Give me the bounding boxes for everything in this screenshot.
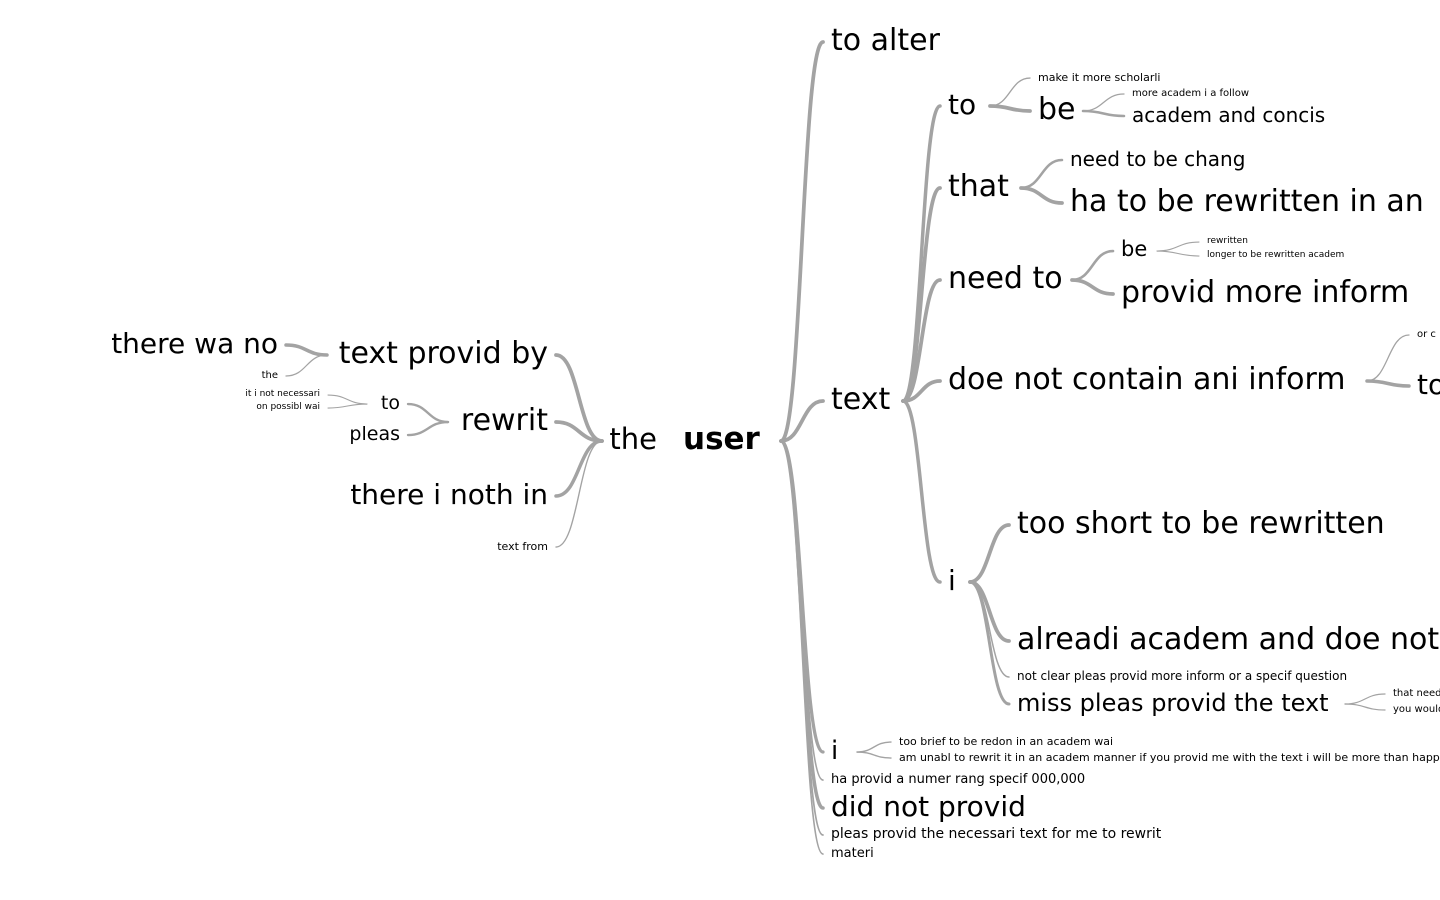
node-r2a2a: more academ i a follow <box>1132 87 1250 99</box>
node-r2c1: be <box>1121 237 1148 262</box>
node-r2c1a: rewritten <box>1207 236 1248 247</box>
node-r2e4: miss pleas provid the text <box>1017 688 1329 717</box>
edge-l2a2 <box>327 403 368 409</box>
edge-r2e <box>901 399 942 584</box>
node-r2e4a: that need <box>1393 687 1440 699</box>
node-r2a1: make it more scholarli <box>1038 70 1161 84</box>
edge-r2b2 <box>1019 186 1064 205</box>
edge-l4 <box>555 440 603 548</box>
node-r2c2: provid more inform <box>1121 274 1410 310</box>
edge-r3a <box>856 741 892 753</box>
root-word-user: user <box>683 420 760 457</box>
edge-r2c2 <box>1070 278 1115 296</box>
node-r2b1: need to be chang <box>1070 147 1246 171</box>
node-r2d1: or c <box>1417 328 1436 340</box>
edge-l2b <box>406 420 450 437</box>
edge-l2a1 <box>327 394 368 405</box>
node-l2a2: on possibl wai <box>256 402 320 413</box>
edge-r2a <box>901 104 942 403</box>
node-l1: text provid by <box>338 335 548 371</box>
node-r2e: i <box>948 563 956 597</box>
node-r3: i <box>831 735 839 766</box>
edge-l3 <box>554 439 604 498</box>
edge-r2e4b <box>1344 703 1386 711</box>
node-r1: to alter <box>831 22 940 58</box>
node-r2c: need to <box>948 260 1063 296</box>
node-r2e3: not clear pleas provid more inform or a … <box>1017 669 1348 684</box>
edge-r2a2 <box>988 104 1032 113</box>
edge-r2a2b <box>1081 109 1126 118</box>
node-r2b: that <box>948 168 1009 204</box>
node-r2a: to <box>948 87 977 121</box>
edge-r2e4a <box>1344 693 1386 705</box>
edge-r3b <box>856 751 892 759</box>
edge-l1b <box>285 354 328 377</box>
edge-r2c1a <box>1156 241 1200 252</box>
edge-l2a <box>406 402 450 424</box>
node-l2: rewrit <box>460 402 548 438</box>
edge-r2c1b <box>1156 250 1200 257</box>
edge-r2e3 <box>969 581 1010 678</box>
node-l4: text from <box>497 539 548 553</box>
node-r4: ha provid a numer rang specif 000,000 <box>831 771 1086 787</box>
node-r2: text <box>831 381 891 417</box>
edge-r2e1 <box>968 523 1011 584</box>
edge-r2c <box>901 278 942 403</box>
node-r6: pleas provid the necessari text for me t… <box>831 826 1162 843</box>
node-l1b: the <box>261 369 278 381</box>
node-r2a2: be <box>1038 91 1076 127</box>
node-r2e4b: you would <box>1393 703 1440 715</box>
node-r2e2: alreadi academ and doe not <box>1017 621 1440 657</box>
node-l2b: pleas <box>349 422 400 445</box>
edge-r2d1 <box>1366 334 1410 382</box>
node-r2b2: ha to be rewritten in an <box>1070 183 1424 219</box>
node-r2c1b: longer to be rewritten academ <box>1207 250 1345 261</box>
edge-r2a1 <box>989 77 1031 107</box>
edge-r2c1 <box>1070 249 1115 282</box>
node-r3a: too brief to be redon in an academ wai <box>899 734 1114 748</box>
node-l2a1: it i not necessari <box>245 389 320 400</box>
edge-r2b <box>901 186 942 403</box>
node-r2d: doe not contain ani inform <box>948 361 1346 397</box>
node-r7: materi <box>831 845 874 861</box>
tree-edges <box>284 40 1411 855</box>
edge-r2e4 <box>968 580 1011 706</box>
node-l1a: there wa no <box>111 326 278 360</box>
node-r2a2b: academ and concis <box>1132 103 1326 127</box>
edge-l1a <box>284 343 329 357</box>
node-r5: did not provid <box>831 789 1026 823</box>
edge-r2a2a <box>1082 93 1125 112</box>
node-l3: there i noth in <box>350 477 548 511</box>
node-r2d2: to <box>1417 367 1440 401</box>
edge-r2d2 <box>1365 379 1411 388</box>
node-r3b: am unabl to rewrit it in an academ manne… <box>899 750 1440 764</box>
edge-r2d <box>901 379 942 403</box>
edge-r2b1 <box>1019 158 1064 190</box>
node-r2e1: too short to be rewritten <box>1017 505 1385 541</box>
root-prefix-the: the <box>609 422 657 457</box>
edge-r2 <box>779 399 825 443</box>
node-l2a: to <box>380 391 400 414</box>
edge-r7 <box>780 440 824 855</box>
edge-l1 <box>554 353 604 443</box>
edge-r1 <box>779 40 825 443</box>
